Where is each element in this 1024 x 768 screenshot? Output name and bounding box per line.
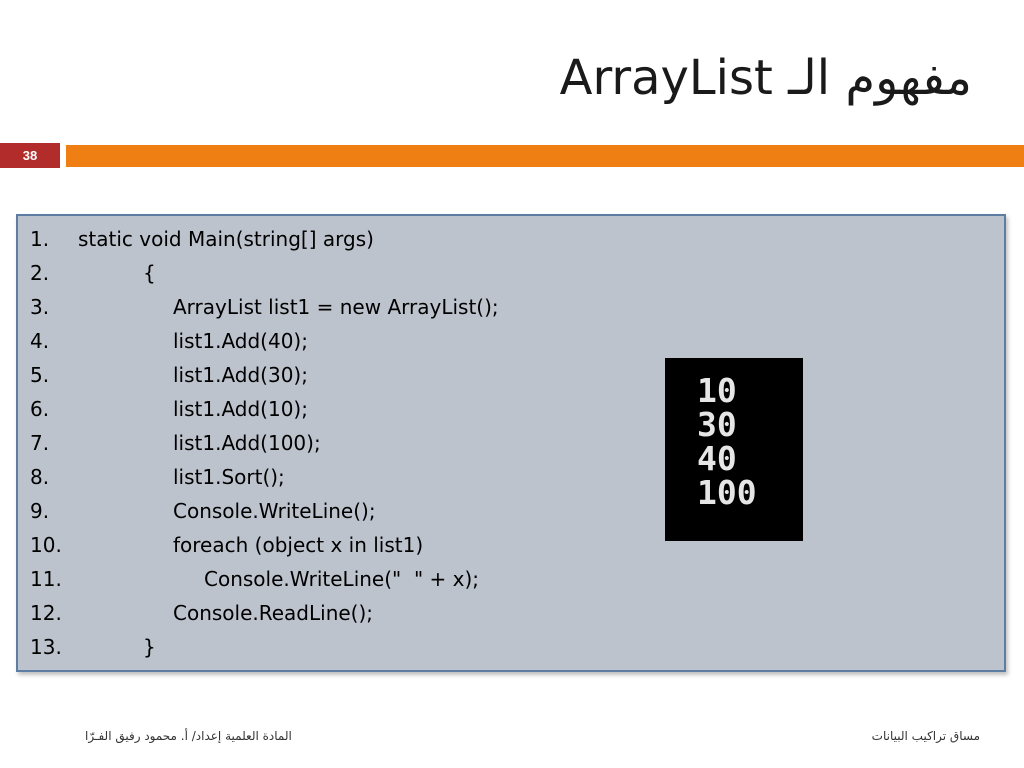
line-code: } xyxy=(143,635,156,659)
line-code: foreach (object x in list1) xyxy=(173,533,424,557)
line-number: 6. xyxy=(30,397,50,421)
line-code: list1.Add(30); xyxy=(173,363,308,387)
slide-title: مفهوم الـ ArrayList xyxy=(559,50,972,106)
code-box: 1. static void Main(string[] args) 2. { 3.… xyxy=(16,214,1006,672)
code-line: 10. foreach (object x in list1) xyxy=(30,528,423,562)
line-code: Console.ReadLine(); xyxy=(173,601,374,625)
console-line: 100 xyxy=(697,473,757,512)
line-number: 11. xyxy=(30,567,62,591)
code-line: 12. Console.ReadLine(); xyxy=(30,596,373,630)
line-code: static void Main(string[] args) xyxy=(78,227,374,251)
console-line: 10 xyxy=(697,371,737,410)
code-line: 9. Console.WriteLine(); xyxy=(30,494,376,528)
line-code: Console.WriteLine(); xyxy=(173,499,376,523)
line-number: 13. xyxy=(30,635,62,659)
code-line: 4. list1.Add(40); xyxy=(30,324,308,358)
code-line: 2. { xyxy=(30,256,156,290)
code-line: 3. ArrayList list1 = new ArrayList(); xyxy=(30,290,499,324)
line-number: 8. xyxy=(30,465,50,489)
line-number: 10. xyxy=(30,533,62,557)
line-number: 1. xyxy=(30,227,50,251)
code-line: 11. Console.WriteLine(" " + x); xyxy=(30,562,479,596)
line-number: 9. xyxy=(30,499,50,523)
accent-bar xyxy=(66,145,1024,167)
code-line: 13.} xyxy=(30,630,156,664)
line-code: list1.Add(100); xyxy=(173,431,321,455)
footer-author: المادة العلمية إعداد/ أ. محمود رفيق الفـ… xyxy=(85,729,292,743)
line-code: { xyxy=(143,261,156,285)
line-number: 4. xyxy=(30,329,50,353)
footer-course: مساق تراكيب البيانات xyxy=(871,729,980,743)
line-number: 7. xyxy=(30,431,50,455)
line-code: list1.Sort(); xyxy=(173,465,285,489)
line-number: 12. xyxy=(30,601,62,625)
code-line: 8. list1.Sort(); xyxy=(30,460,285,494)
line-code: list1.Add(10); xyxy=(173,397,308,421)
code-line: 5. list1.Add(30); xyxy=(30,358,308,392)
code-line: 7. list1.Add(100); xyxy=(30,426,321,460)
line-number: 2. xyxy=(30,261,50,285)
line-code: list1.Add(40); xyxy=(173,329,308,353)
console-line: 40 xyxy=(697,439,737,478)
line-number: 3. xyxy=(30,295,50,319)
slide-number-badge: 38 xyxy=(0,143,60,168)
line-code: ArrayList list1 = new ArrayList(); xyxy=(173,295,499,319)
console-line: 30 xyxy=(697,405,737,444)
code-line: 1. static void Main(string[] args) xyxy=(30,222,374,256)
line-code: Console.WriteLine(" " + x); xyxy=(204,567,479,591)
code-line: 6. list1.Add(10); xyxy=(30,392,308,426)
line-number: 5. xyxy=(30,363,50,387)
